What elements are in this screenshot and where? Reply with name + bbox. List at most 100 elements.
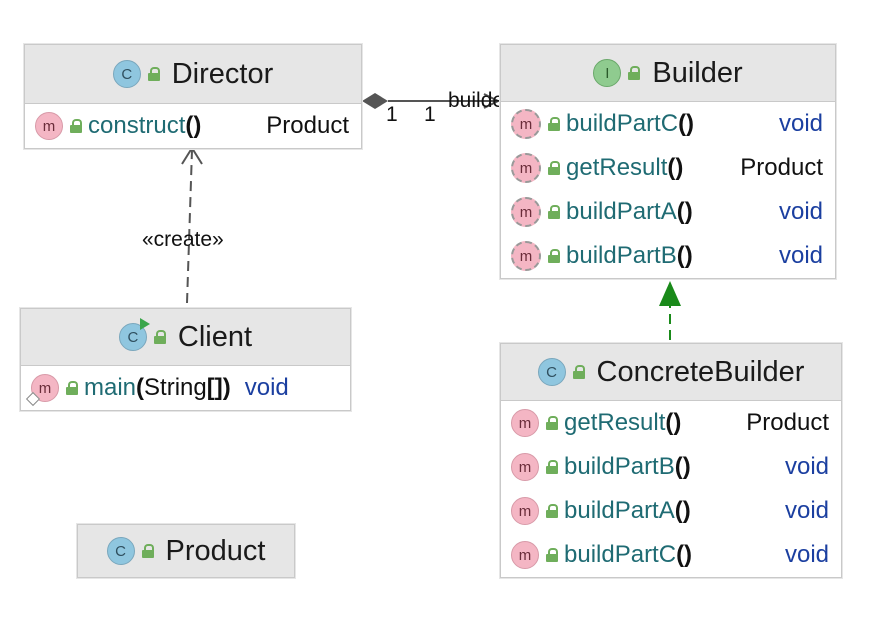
method-parens: () bbox=[667, 154, 684, 181]
method-icon: m bbox=[511, 541, 539, 569]
class-icon-letter: C bbox=[121, 65, 133, 83]
public-lock-icon bbox=[548, 249, 560, 263]
realization-arrowhead bbox=[659, 281, 681, 306]
class-icon: C bbox=[112, 60, 141, 88]
method-return-type: void bbox=[778, 110, 823, 137]
method-parens: () bbox=[665, 409, 682, 436]
abstract-method-icon: m bbox=[511, 109, 541, 139]
class-client[interactable]: C Client m main ( String [] ) void bbox=[20, 308, 351, 411]
static-method-icon: m bbox=[25, 374, 59, 407]
class-icon-letter: C bbox=[115, 542, 126, 560]
class-icon: C bbox=[537, 358, 566, 386]
class-icon: C bbox=[106, 537, 135, 565]
method-row[interactable]: m buildPartB () void bbox=[501, 445, 841, 489]
method-icon-letter: m bbox=[518, 546, 532, 564]
method-row[interactable]: m buildPartC () void bbox=[501, 533, 841, 577]
method-icon-letter: m bbox=[519, 115, 533, 133]
method-name: getResult bbox=[566, 154, 668, 181]
method-name: buildPartC bbox=[566, 110, 679, 137]
method-return-type: void bbox=[784, 453, 829, 480]
method-return-type: void bbox=[778, 198, 823, 225]
method-param-type: String bbox=[144, 374, 207, 401]
method-row[interactable]: m buildPartA () void bbox=[501, 489, 841, 533]
method-row[interactable]: m main ( String [] ) void bbox=[21, 366, 350, 410]
interface-builder[interactable]: I Builder m buildPartC () void m getResu… bbox=[500, 44, 836, 279]
method-parens: () bbox=[676, 198, 693, 225]
class-name: Client bbox=[177, 320, 253, 353]
method-return-type: void bbox=[778, 242, 823, 269]
public-lock-icon bbox=[147, 67, 160, 81]
public-lock-icon bbox=[153, 330, 166, 344]
public-lock-icon bbox=[546, 460, 558, 474]
public-lock-icon bbox=[546, 416, 558, 430]
method-name: getResult bbox=[564, 409, 666, 436]
runnable-class-icon: C bbox=[118, 318, 150, 351]
class-concrete-builder[interactable]: C ConcreteBuilder m getResult () Product… bbox=[500, 343, 842, 578]
composition-diamond bbox=[362, 93, 388, 109]
method-name: buildPartC bbox=[564, 541, 677, 568]
class-header: I Builder bbox=[501, 45, 835, 102]
method-row[interactable]: m getResult () Product bbox=[501, 401, 841, 445]
method-icon: m bbox=[35, 112, 63, 140]
method-return-type: void bbox=[784, 497, 829, 524]
method-row[interactable]: m buildPartA () void bbox=[501, 190, 835, 234]
class-product[interactable]: C Product bbox=[77, 524, 295, 578]
class-header: C ConcreteBuilder bbox=[501, 344, 841, 401]
public-lock-icon bbox=[70, 119, 82, 133]
class-header: C Director bbox=[25, 45, 361, 104]
method-icon: m bbox=[511, 453, 539, 481]
method-name: construct bbox=[88, 112, 186, 139]
public-lock-icon bbox=[548, 117, 560, 131]
method-row[interactable]: m buildPartC () void bbox=[501, 102, 835, 146]
method-icon-letter: m bbox=[42, 117, 56, 135]
method-parens: () bbox=[676, 242, 693, 269]
public-lock-icon bbox=[572, 365, 585, 379]
public-lock-icon bbox=[628, 66, 641, 80]
method-row[interactable]: m getResult () Product bbox=[501, 146, 835, 190]
method-paren-open: ( bbox=[136, 374, 145, 401]
class-header: C Client bbox=[21, 309, 350, 366]
class-icon-letter: C bbox=[546, 363, 557, 381]
abstract-method-icon: m bbox=[511, 241, 541, 271]
class-name: Product bbox=[165, 534, 266, 567]
multiplicity-target: 1 bbox=[424, 103, 436, 126]
method-row[interactable]: m buildPartB () void bbox=[501, 234, 835, 278]
composition-arrowhead bbox=[483, 93, 501, 109]
method-parens: () bbox=[674, 497, 691, 524]
method-return-type: Product bbox=[266, 112, 349, 139]
method-return-type: void bbox=[784, 541, 829, 568]
method-icon: m bbox=[511, 497, 539, 525]
method-return-type: Product bbox=[740, 154, 823, 181]
public-lock-icon bbox=[546, 548, 558, 562]
method-icon-letter: m bbox=[518, 502, 532, 520]
method-param-brackets: [] bbox=[206, 374, 223, 401]
method-return-type: void bbox=[244, 374, 289, 401]
class-header: C Product bbox=[78, 525, 294, 577]
abstract-method-icon: m bbox=[511, 197, 541, 227]
method-icon: m bbox=[511, 409, 539, 437]
run-indicator-icon bbox=[139, 318, 150, 330]
class-name: ConcreteBuilder bbox=[596, 355, 805, 388]
method-name: buildPartA bbox=[566, 198, 677, 225]
method-row[interactable]: m construct () Product bbox=[25, 104, 361, 148]
method-name: buildPartA bbox=[564, 497, 675, 524]
method-parens: () bbox=[674, 453, 691, 480]
method-parens: () bbox=[678, 110, 695, 137]
method-icon-letter: m bbox=[518, 414, 532, 432]
method-return-type: Product bbox=[746, 409, 829, 436]
method-name: main bbox=[84, 374, 137, 401]
method-icon-letter: m bbox=[518, 458, 532, 476]
class-name: Director bbox=[171, 57, 274, 90]
method-parens: () bbox=[676, 541, 693, 568]
create-stereotype: «create» bbox=[142, 228, 224, 251]
method-paren-close: ) bbox=[222, 374, 231, 401]
method-name: buildPartB bbox=[566, 242, 677, 269]
method-icon-letter: m bbox=[519, 159, 533, 177]
class-director[interactable]: C Director m construct () Product bbox=[24, 44, 362, 149]
class-icon-letter: C bbox=[127, 328, 139, 346]
class-name: Builder bbox=[652, 56, 743, 89]
public-lock-icon bbox=[548, 205, 560, 219]
interface-icon-letter: I bbox=[605, 64, 610, 82]
public-lock-icon bbox=[141, 544, 154, 558]
role-label-builder: builder bbox=[448, 89, 512, 112]
